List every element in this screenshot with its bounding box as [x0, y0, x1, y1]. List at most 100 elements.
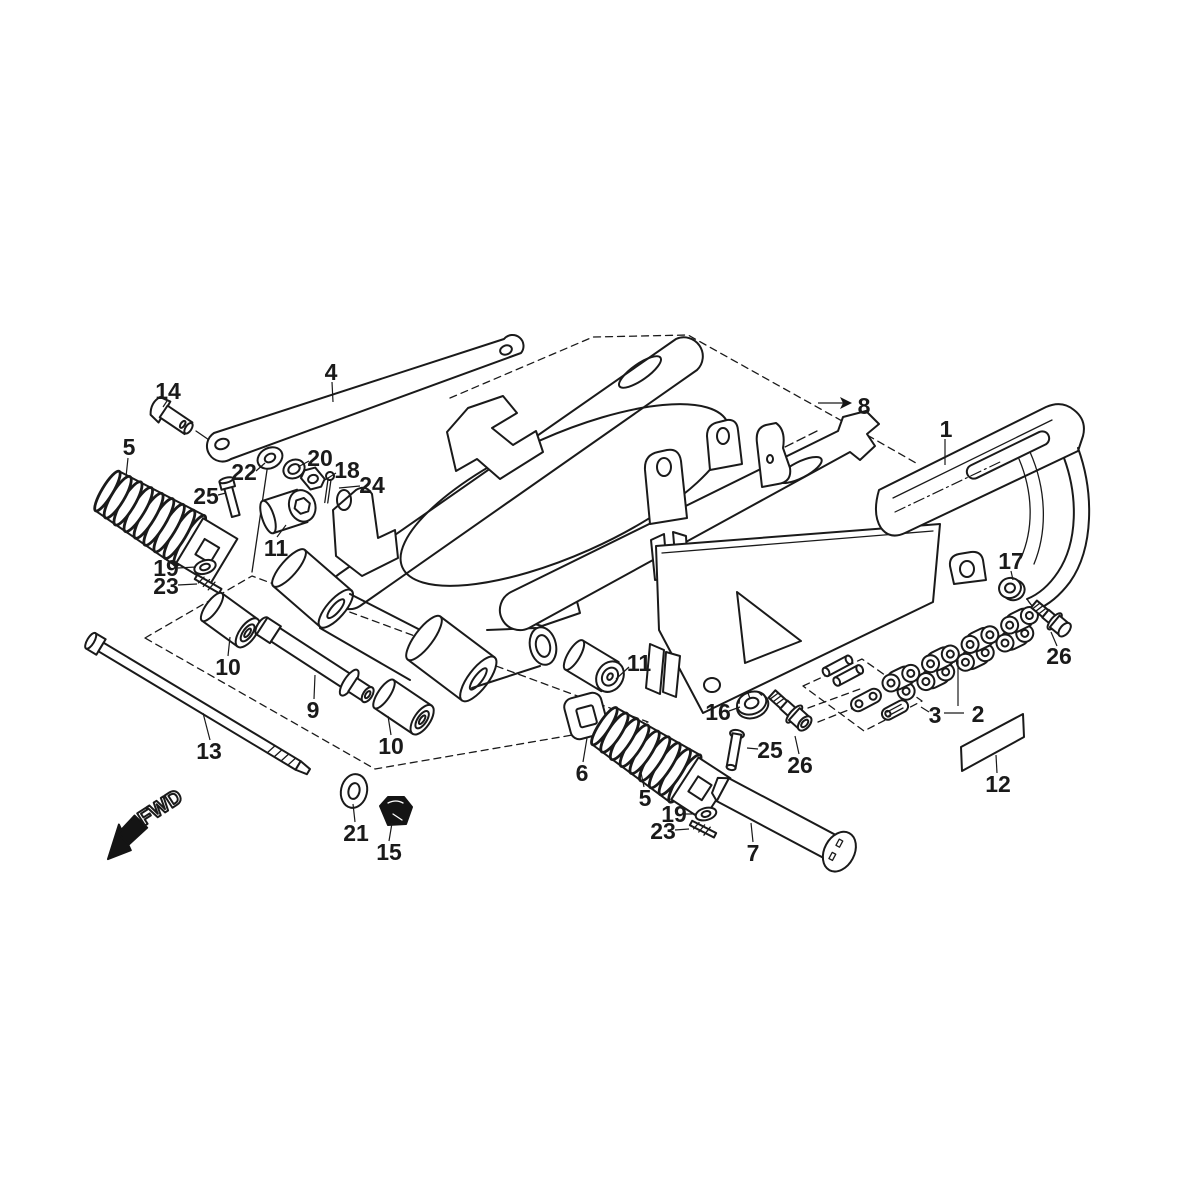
leader-line-21	[352, 803, 356, 823]
bushing-group-dashed-box	[144, 575, 649, 770]
footpeg-rubber-lower	[590, 706, 732, 822]
pivot-tube-end	[528, 626, 558, 666]
washer	[339, 773, 369, 809]
master-link-pin-plate	[821, 654, 865, 687]
callout-8: 8	[858, 393, 871, 419]
leader-line-23	[674, 828, 690, 831]
callout-13: 13	[196, 738, 222, 764]
clevis-pin	[218, 476, 241, 519]
hex-nut	[299, 466, 326, 491]
drive-chain	[881, 605, 1039, 701]
lock-washer	[193, 558, 217, 576]
guard-mount-tab	[643, 448, 688, 525]
brace-hole	[214, 437, 230, 451]
leader-line-25	[746, 747, 759, 750]
callout-21: 21	[343, 820, 369, 846]
rubber-bushing	[372, 678, 435, 736]
pivot-bushing	[259, 488, 317, 535]
leader-line-11	[615, 666, 630, 680]
hardware-axis-line	[251, 469, 268, 573]
swingarm-assembly-dashed-line	[449, 334, 917, 464]
pivot-bushing	[562, 639, 625, 693]
callout-2: 2	[972, 701, 985, 727]
pivot-bolt	[84, 631, 311, 776]
callout-11: 11	[627, 650, 652, 676]
callout-19: 19	[661, 801, 687, 827]
leader-line-19	[177, 566, 197, 569]
callout-11: 11	[264, 535, 289, 561]
mount-tab-hole	[716, 427, 730, 445]
guard-centerline	[894, 461, 1001, 513]
center-gusset	[446, 395, 544, 480]
pivot-hardware-group	[84, 591, 435, 826]
weld-ticks	[784, 430, 818, 448]
leader-line-5	[125, 457, 129, 478]
leader-line-11	[276, 524, 287, 538]
callout-5: 5	[123, 434, 136, 460]
master-link-clip	[880, 699, 910, 721]
callout-17: 17	[998, 548, 1024, 574]
leader-line-25	[217, 492, 227, 496]
swingarm-pivot-boss-right	[405, 614, 498, 703]
panel-bracket	[662, 651, 681, 698]
fwd-label: FWD	[134, 785, 187, 830]
callout-10: 10	[378, 733, 404, 759]
callout-15: 15	[376, 839, 402, 865]
guard-tail-outer	[1035, 447, 1091, 611]
spring-pin	[688, 819, 718, 839]
footpeg-mount-hole	[336, 489, 352, 511]
cotter-pin	[324, 471, 335, 504]
leader-line-22	[255, 462, 266, 472]
leader-line-12	[995, 754, 998, 774]
swingarm	[271, 336, 880, 703]
cap-nut	[379, 796, 413, 826]
callout-10: 10	[215, 654, 241, 680]
guard-rib-line	[1029, 451, 1045, 565]
swingarm-brace	[205, 334, 525, 463]
callout-12: 12	[985, 771, 1011, 797]
callout-22: 22	[231, 459, 257, 485]
master-link-set	[821, 654, 910, 721]
brake-stay-hole	[766, 454, 774, 464]
pivot-sleeve	[254, 616, 375, 704]
brace-hole	[499, 344, 513, 356]
callout-18: 18	[334, 457, 360, 483]
callout-14: 14	[155, 378, 181, 404]
footpeg-bar	[711, 776, 857, 873]
leader-line-3	[920, 706, 930, 713]
callout-23: 23	[650, 818, 676, 844]
guard-fold-line	[892, 419, 1053, 499]
leader-line-7	[750, 822, 754, 843]
footpeg-lower-group	[562, 639, 857, 873]
clevis-pin	[725, 728, 745, 772]
callout-25: 25	[193, 483, 219, 509]
leader-line-26	[1050, 631, 1058, 647]
pivot-tube-bore	[534, 634, 552, 658]
leader-line-4	[331, 381, 334, 403]
callout-26: 26	[1046, 643, 1072, 669]
callout-23: 23	[153, 573, 179, 599]
grooved-nut	[736, 690, 770, 720]
footpeg-tongue-hole	[687, 775, 713, 802]
leader-line-16	[728, 706, 741, 712]
rubber-bushing	[199, 591, 261, 649]
callout-5: 5	[639, 785, 652, 811]
footpeg-mount-bracket	[332, 486, 399, 577]
master-link-side-plate	[850, 687, 882, 713]
pivot-tube-edge	[319, 627, 411, 681]
leader-line-20	[297, 460, 310, 468]
diagram-artwork: FWD	[84, 334, 1091, 873]
callout-1: 1	[940, 416, 953, 442]
callout-26: 26	[787, 752, 813, 778]
panel-triangle-cutout	[736, 591, 802, 664]
leader-line-18	[324, 472, 337, 481]
leader-line-23	[177, 583, 198, 586]
callout-9: 9	[307, 697, 320, 723]
flange-bolt	[767, 689, 813, 732]
leader-line-26	[794, 735, 800, 755]
chain-guard	[875, 403, 1091, 611]
chain-row-rear	[896, 623, 1035, 701]
